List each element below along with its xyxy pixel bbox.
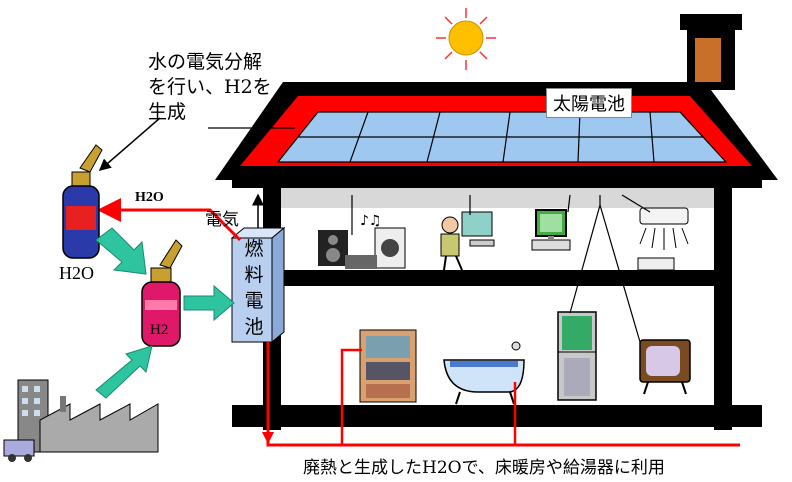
television-icon	[639, 339, 691, 395]
bathtub-icon	[443, 341, 525, 405]
note-line-3: 生成	[148, 101, 187, 123]
h2o-arrow-label: H2O	[135, 190, 164, 205]
person-computer-icon	[440, 211, 495, 271]
h2o-red-arrow	[97, 198, 242, 242]
bottom-caption: 廃熱と生成したH2Oで、床暖房や給湯器に利用	[303, 458, 665, 478]
factory-icon	[3, 379, 159, 462]
heat-branch-lines	[340, 348, 517, 445]
chimney-cap	[680, 14, 742, 30]
wiring-lines	[351, 194, 651, 343]
heat-red-line	[266, 342, 740, 447]
electrolysis-note: 水の電気分解 を行い、H2を 生成	[148, 50, 272, 125]
solar-panel	[276, 111, 728, 163]
h2-tank-label: H2	[150, 322, 169, 338]
note-arrow	[98, 117, 161, 171]
kitchen-icon	[359, 329, 417, 403]
h2-tank-icon	[141, 239, 183, 347]
green-arrows	[95, 227, 235, 399]
fuel-cell-label: 燃料電池	[244, 238, 264, 338]
svg-text:♪♫: ♪♫	[360, 213, 382, 229]
h2o-tank-label: H2O	[59, 263, 94, 283]
refrigerator-icon	[557, 311, 597, 401]
note-line-1: 水の電気分解	[148, 51, 263, 73]
house-body	[232, 180, 762, 430]
air-conditioner-icon	[637, 207, 689, 271]
computer-icon	[531, 209, 571, 251]
fuel-cell-box	[230, 226, 286, 344]
sun-icon	[436, 8, 496, 70]
solar-panel-label: 太陽電池	[546, 88, 632, 118]
h2o-tank-icon	[62, 144, 103, 259]
electricity-label: 電気	[205, 210, 239, 230]
stereo-icon: ♪♫	[318, 213, 406, 269]
heat-arrowhead	[262, 432, 274, 444]
note-line-2: を行い、H2を	[148, 76, 272, 98]
chimney-brick	[695, 38, 721, 82]
